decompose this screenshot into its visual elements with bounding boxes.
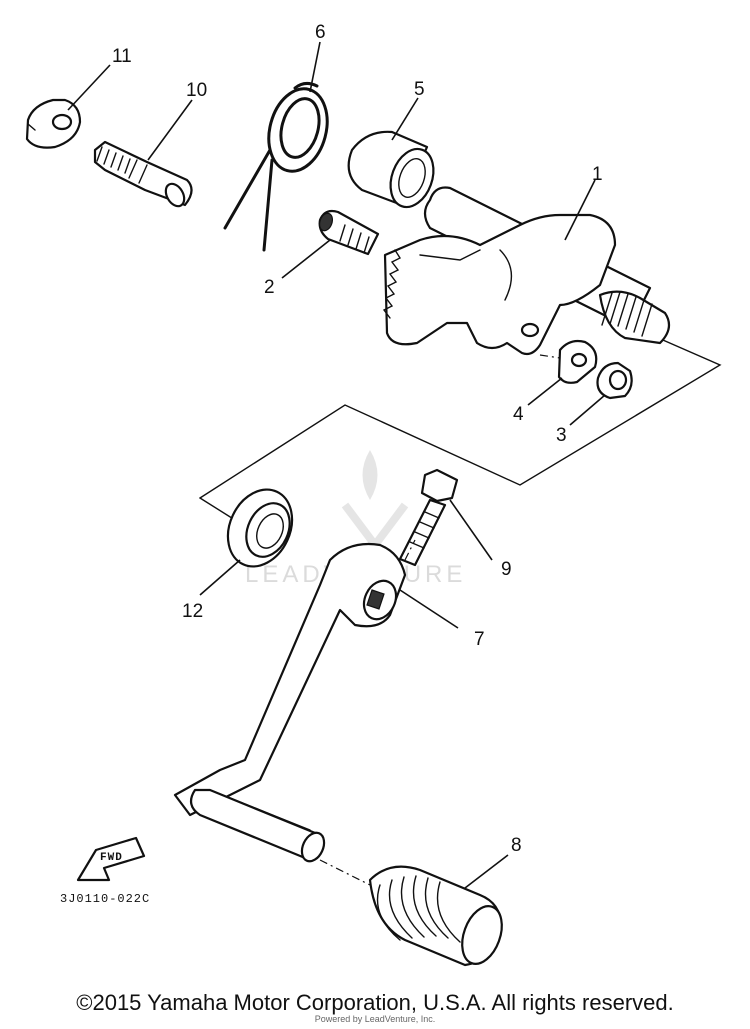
callout-4: 4 — [513, 404, 524, 425]
bolt-part-2 — [318, 209, 380, 256]
callout-leaders — [67, 41, 606, 889]
nut-part-3 — [596, 361, 633, 400]
oil-seal-part-12 — [226, 488, 294, 568]
alignment-lines — [319, 354, 561, 886]
shift-pedal-part-7 — [173, 542, 407, 863]
callout-11: 11 — [112, 46, 132, 67]
shift-lever-part-1 — [382, 186, 671, 356]
callout-3: 3 — [556, 425, 567, 446]
pedal-rubber-part-8 — [368, 865, 503, 967]
callout-8: 8 — [511, 835, 522, 856]
bolt-part-9 — [398, 468, 459, 567]
callout-12: 12 — [182, 601, 203, 622]
callout-9: 9 — [501, 559, 512, 580]
powered-by-note: Powered by LeadVenture, Inc. — [314, 1014, 436, 1024]
callout-2: 2 — [264, 277, 275, 298]
collar-part-5 — [347, 130, 435, 209]
clip-part-4 — [557, 339, 598, 384]
washer-part-11 — [25, 98, 82, 149]
callout-5: 5 — [414, 79, 425, 100]
copyright-notice: ©2015 Yamaha Motor Corporation, U.S.A. A… — [76, 990, 674, 1015]
spring-part-6 — [223, 81, 329, 252]
callout-1: 1 — [592, 164, 603, 185]
callout-10: 10 — [186, 80, 207, 101]
callout-6: 6 — [315, 22, 326, 43]
drawing-code: 3J0110-022C — [60, 892, 150, 906]
shaft-part-10 — [93, 140, 193, 208]
assembly-outline — [199, 329, 722, 521]
fwd-label: FWD — [100, 852, 123, 864]
fwd-arrow-icon: FWD — [76, 836, 146, 882]
callout-7: 7 — [474, 629, 485, 650]
